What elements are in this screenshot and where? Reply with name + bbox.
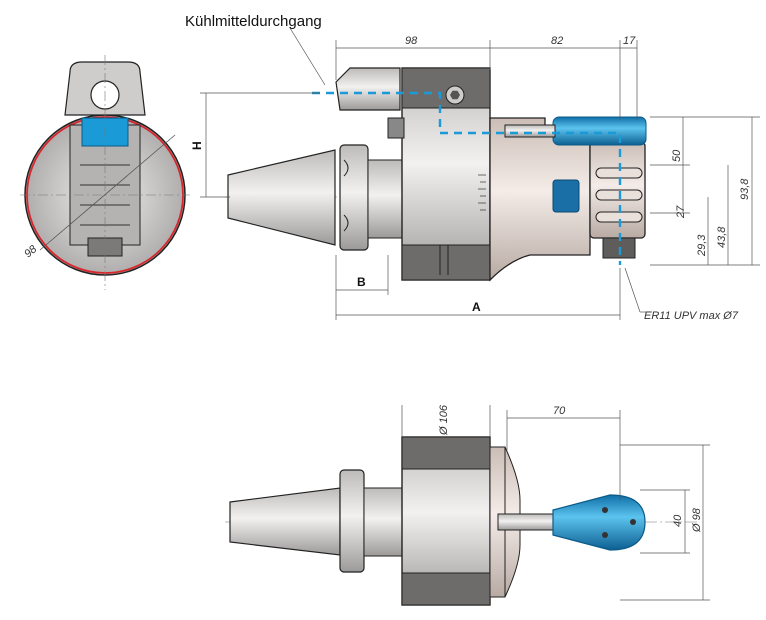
- dim-d98: Ø 98: [691, 507, 703, 533]
- coolant-pin: [335, 67, 401, 111]
- dim-side-98: 98: [22, 243, 40, 261]
- dim-29-3: 29,3: [696, 234, 708, 257]
- side-view: [225, 67, 647, 282]
- coolant-label: Kühlmitteldurchgang: [185, 13, 322, 30]
- coolant-tube: [552, 116, 647, 146]
- collet-label: ER11 UPV max Ø7: [644, 310, 739, 322]
- label-B: B: [357, 275, 366, 289]
- logo-badge: [552, 179, 580, 213]
- dim-43-8: 43,8: [716, 226, 728, 248]
- dim-98: 98: [405, 35, 418, 47]
- collar: [367, 159, 403, 239]
- dim-40: 40: [672, 514, 684, 527]
- plan-coolant-nozzle: [552, 494, 646, 551]
- dim-d106: Ø 106: [438, 404, 450, 436]
- taper-shank: [227, 149, 336, 246]
- dim-70: 70: [553, 405, 566, 417]
- plan-taper: [229, 487, 341, 556]
- coolant-channel: [312, 91, 622, 265]
- dim-93-8: 93,8: [739, 178, 751, 200]
- dim-27: 27: [675, 205, 687, 219]
- label-A: A: [472, 300, 481, 314]
- end-view: 98: [20, 55, 190, 290]
- dim-50: 50: [671, 149, 683, 162]
- plan-view: [225, 436, 700, 606]
- dimension-lines-bottom: [401, 405, 710, 601]
- label-H: H: [190, 141, 204, 150]
- dim-82: 82: [551, 35, 563, 47]
- dimension-lines-top: [200, 27, 760, 320]
- dim-17: 17: [623, 35, 636, 47]
